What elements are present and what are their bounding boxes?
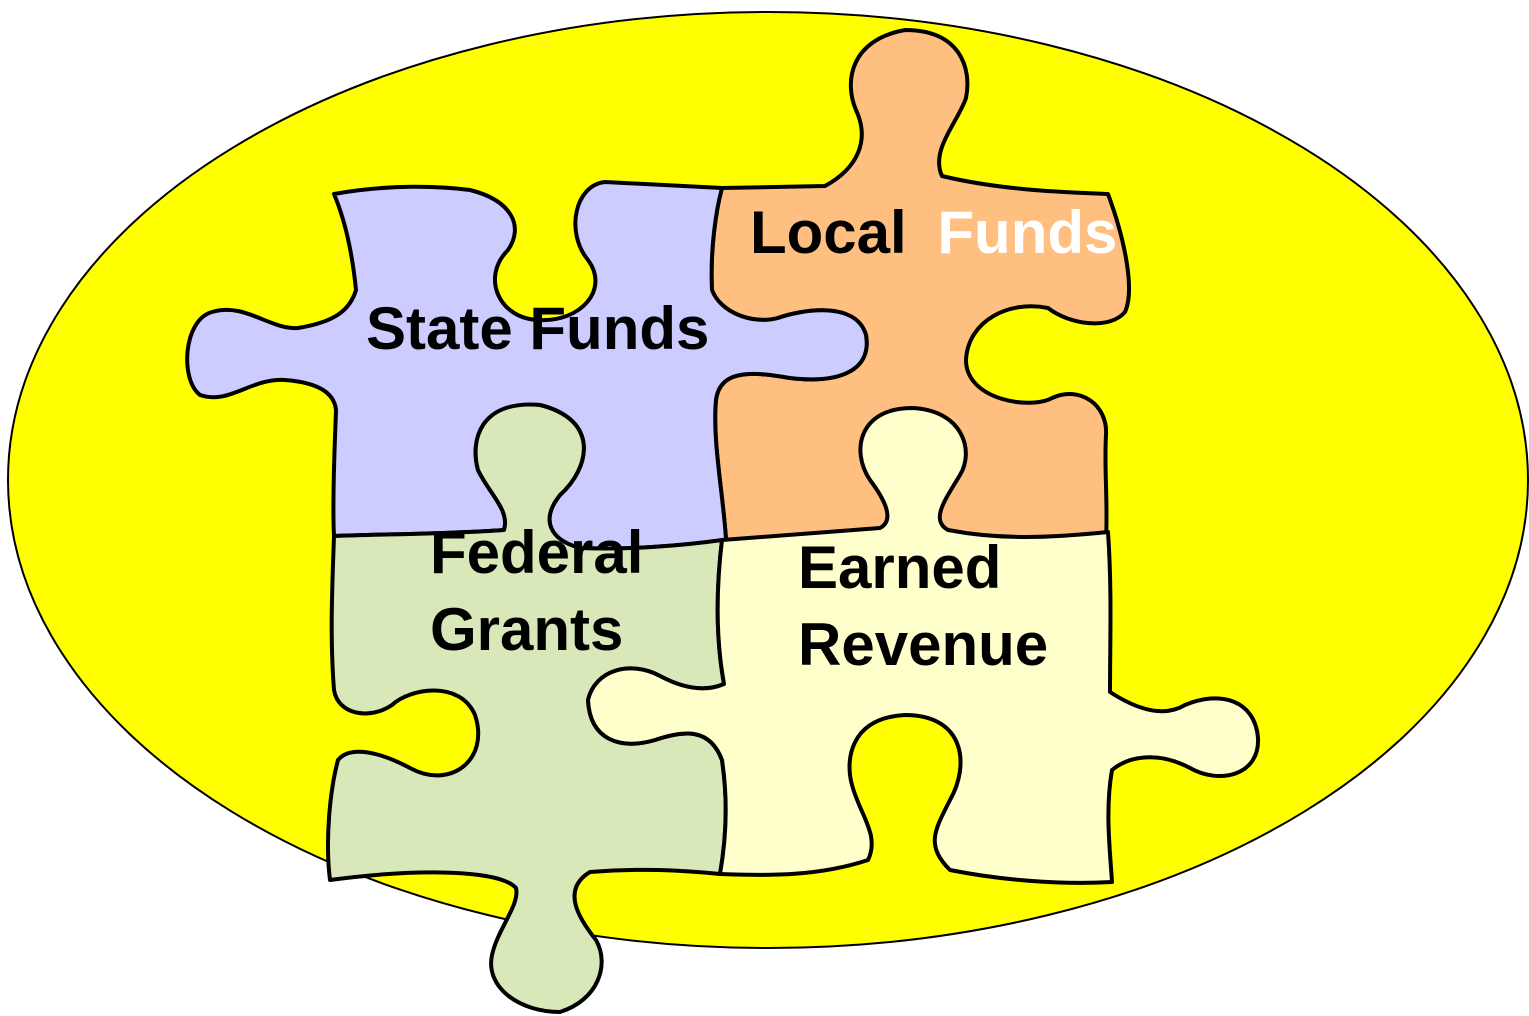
- local-funds-label-second: Funds: [937, 199, 1117, 266]
- federal-grants-label-line1: Federal: [430, 519, 643, 586]
- local-funds-label-first: Local: [750, 199, 907, 266]
- earned-revenue-label-line2: Revenue: [798, 611, 1048, 678]
- earned-revenue-label-line1: Earned: [798, 534, 1001, 601]
- state-funds-label: State Funds: [366, 295, 709, 362]
- earned-revenue-piece: [586, 406, 1261, 885]
- federal-grants-label-line2: Grants: [430, 596, 623, 663]
- local-funds-label: Local Funds: [750, 199, 1117, 266]
